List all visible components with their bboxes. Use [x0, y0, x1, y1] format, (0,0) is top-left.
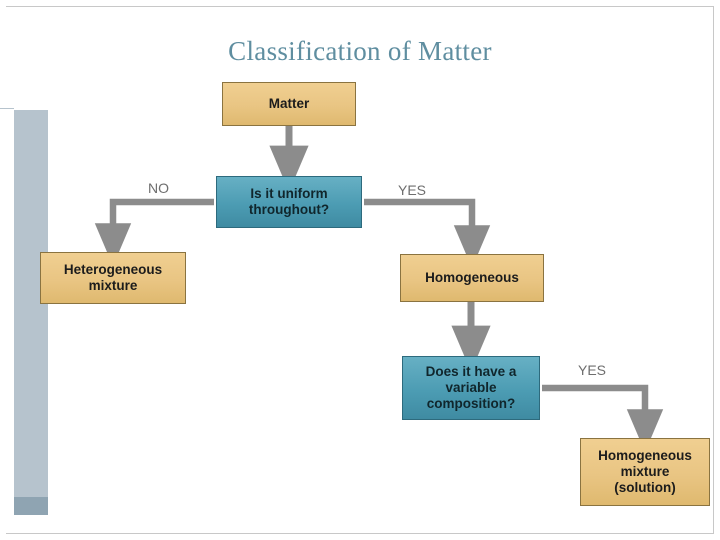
sidebar-decoration-band — [14, 110, 48, 515]
node-homogeneous: Homogeneous — [400, 254, 544, 302]
slide-frame-right — [713, 6, 714, 534]
edge-label-yes-variable: YES — [578, 362, 607, 378]
edge-label-yes-uniform: YES — [398, 182, 427, 198]
edge-label-no: NO — [148, 180, 169, 196]
node-is-it-uniform-throughout: Is it uniform throughout? — [216, 176, 362, 228]
sidebar-decoration-accent — [14, 497, 48, 515]
slide-frame-top — [6, 6, 714, 7]
sidebar-hairline — [0, 108, 14, 109]
node-homogeneous-mixture-solution: Homogeneous mixture (solution) — [580, 438, 710, 506]
slide-frame-bottom — [6, 533, 714, 534]
page-title: Classification of Matter — [228, 36, 492, 66]
node-matter: Matter — [222, 82, 356, 126]
node-does-it-have-a-variable-composition: Does it have a variable composition? — [402, 356, 540, 420]
node-heterogeneous-mixture: Heterogeneous mixture — [40, 252, 186, 304]
